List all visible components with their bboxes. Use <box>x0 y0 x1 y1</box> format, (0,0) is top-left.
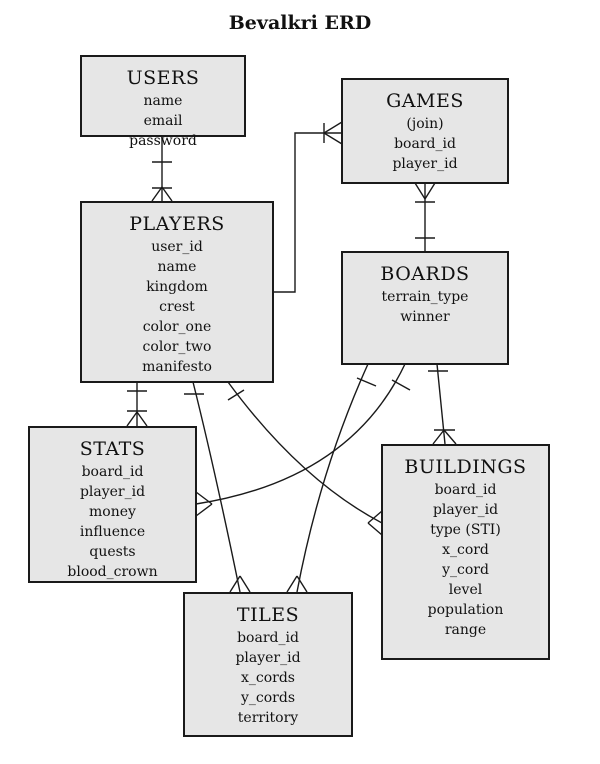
field: level <box>448 582 483 598</box>
field: kingdom <box>146 279 208 295</box>
field: y_cord <box>442 562 489 578</box>
field: range <box>444 622 487 638</box>
field: board_id <box>434 482 497 498</box>
rel-boards-tiles <box>286 363 377 593</box>
field: blood_crown <box>67 564 158 580</box>
entity-name: TILES <box>236 604 300 626</box>
entity-name: STATS <box>79 438 146 460</box>
field: territory <box>237 710 299 726</box>
field: player_id <box>432 502 499 518</box>
field: player_id <box>235 650 301 666</box>
field: board_id <box>237 630 299 646</box>
field: password <box>129 133 197 149</box>
field: x_cord <box>442 542 489 558</box>
field: color_one <box>142 319 212 335</box>
field: population <box>427 602 504 618</box>
field: user_id <box>151 239 203 255</box>
field: board_id <box>81 464 144 480</box>
rel-players-stats <box>126 382 148 427</box>
entity-games: GAMES (join) board_id player_id <box>341 78 509 184</box>
entity-name: GAMES <box>386 90 464 112</box>
field: name <box>143 93 183 109</box>
field: winner <box>400 309 450 325</box>
entity-name: BUILDINGS <box>404 456 527 478</box>
field: money <box>89 504 136 520</box>
rel-boards-buildings <box>428 363 457 445</box>
field-list: name email password <box>82 91 244 151</box>
field: quests <box>89 544 136 560</box>
diagram-title: Bevalkri ERD <box>228 12 372 34</box>
field: y_cords <box>240 690 296 706</box>
field: name <box>157 259 197 275</box>
field: player_id <box>79 484 146 500</box>
rel-boards-stats <box>195 363 411 517</box>
entity-name: BOARDS <box>380 263 470 285</box>
field: terrain_type <box>381 289 469 305</box>
rel-players-tiles <box>184 381 251 593</box>
field-list: (join) board_id player_id <box>343 114 507 174</box>
entity-name: PLAYERS <box>129 213 225 235</box>
field: type (STI) <box>430 522 501 538</box>
rel-players-buildings <box>227 381 383 536</box>
field: x_cords <box>240 670 295 686</box>
field: influence <box>79 524 146 540</box>
field: color_two <box>142 339 212 355</box>
entity-name: USERS <box>126 67 200 89</box>
field: (join) <box>406 116 444 132</box>
entity-users: USERS name email password <box>80 55 246 149</box>
field: crest <box>159 299 195 315</box>
field: email <box>143 113 183 129</box>
field: player_id <box>392 156 458 172</box>
field-list: board_id player_id x_cords y_cords territory <box>185 628 351 728</box>
rel-users-players <box>151 136 173 202</box>
field: manifesto <box>142 359 212 375</box>
rel-games-boards <box>414 182 436 251</box>
field: board_id <box>394 136 456 152</box>
